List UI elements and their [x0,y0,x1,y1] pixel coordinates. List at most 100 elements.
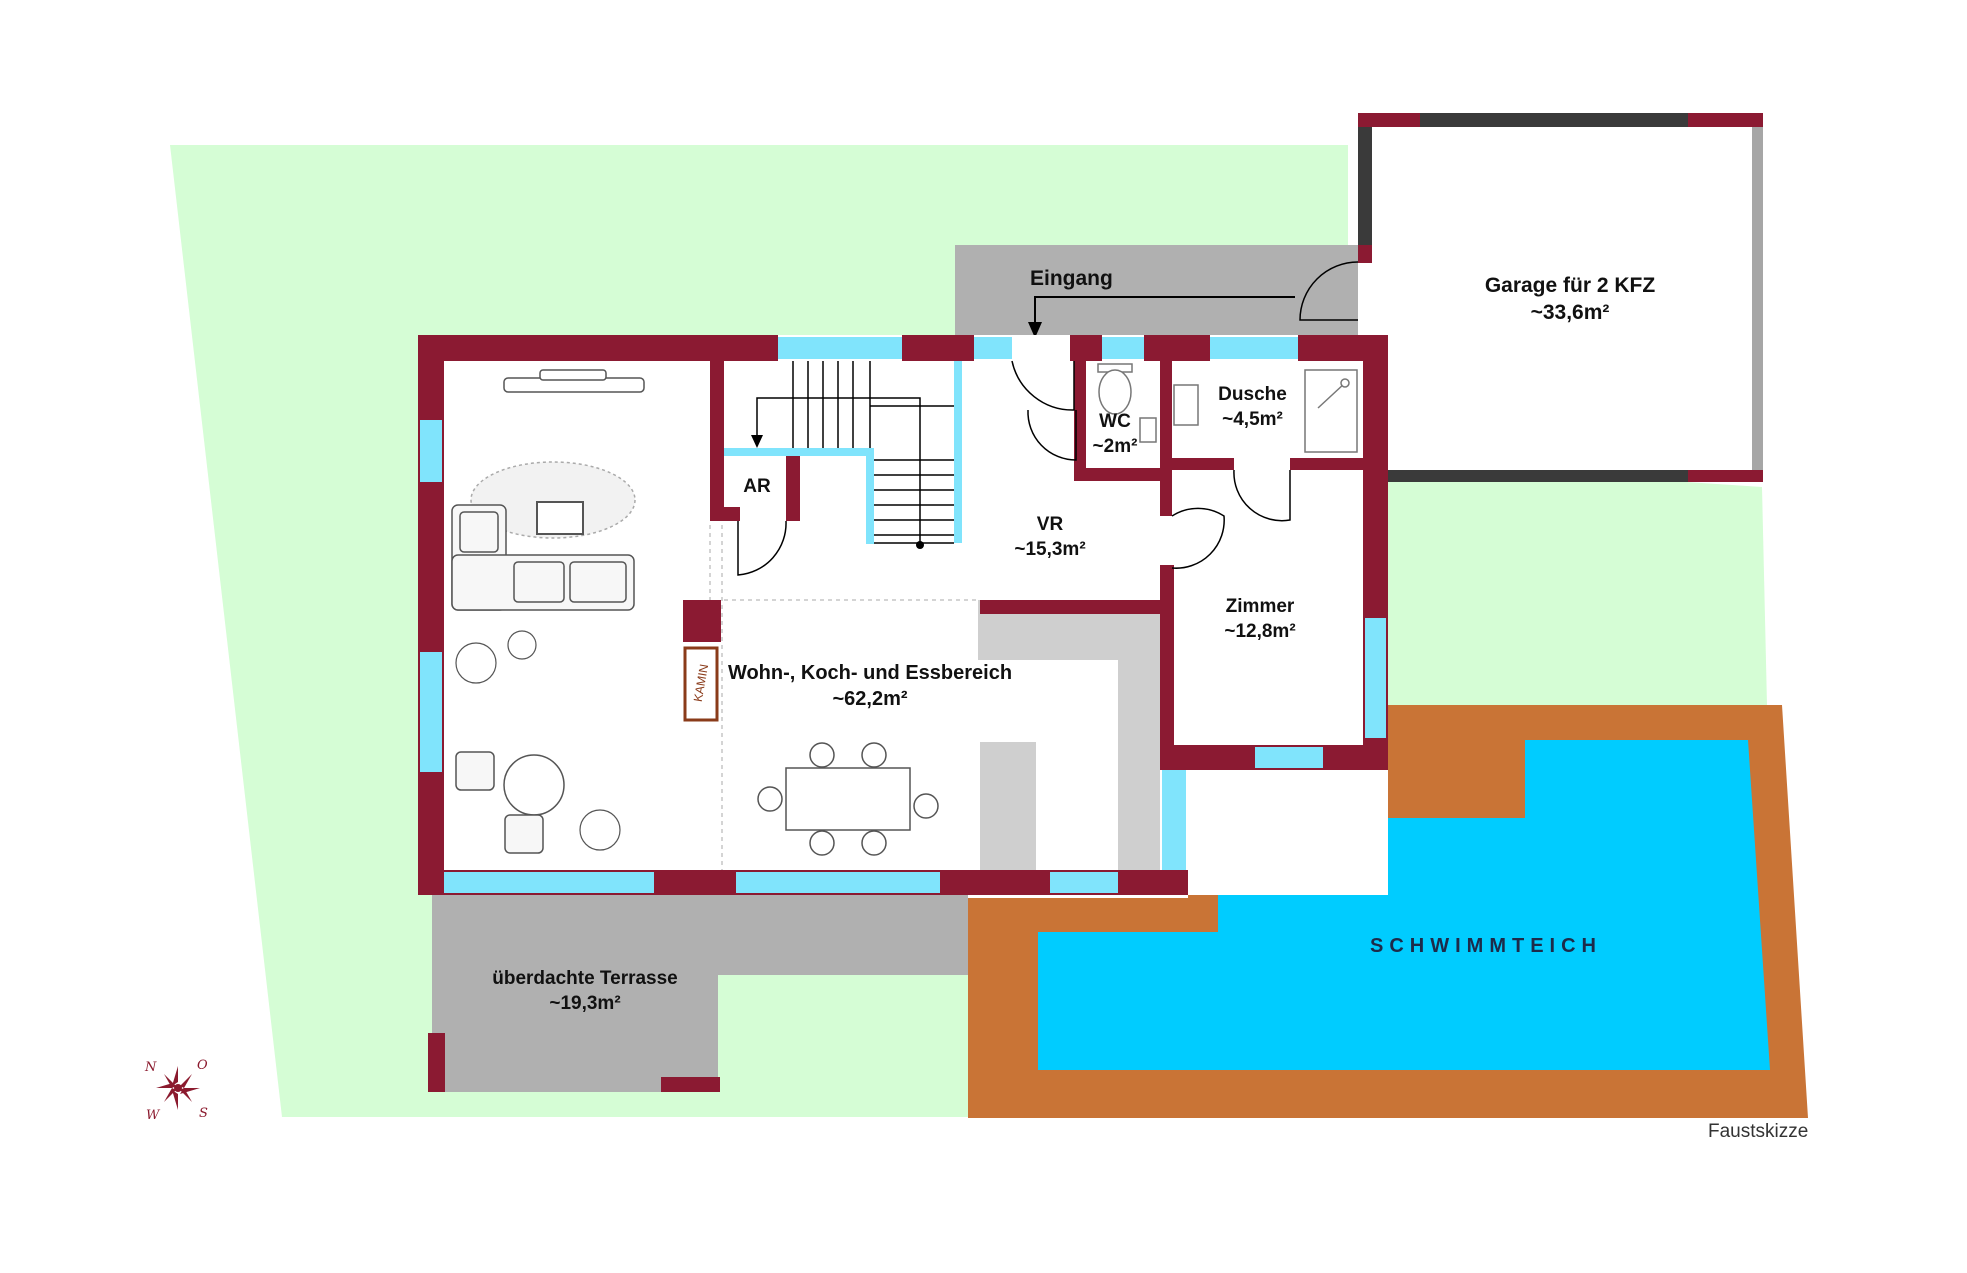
window-room-south [1255,747,1323,768]
staircase [756,361,954,544]
wall-west [418,335,444,895]
shower-head [1340,378,1350,388]
rug [470,461,636,539]
pond-label: SCHWIMMTEICH [1370,935,1602,957]
garage-wall-bottom [1388,470,1763,482]
terrace-name: überdachte Terrasse [492,968,678,989]
garage-door-swing [1299,261,1359,321]
terrace-pillar [661,1077,720,1092]
door-swing [1027,409,1077,461]
dining-set [757,742,939,856]
wall-north-door [1070,335,1102,361]
toilet-bowl [1098,369,1132,415]
wc-label: WC ~2m² [1070,410,1160,459]
storage-name: AR [743,476,771,497]
window-south [444,872,654,893]
terrace-area: ~19,3m² [549,992,621,1014]
garage-corner [1358,245,1372,263]
living-area: ~62,2m² [832,688,908,710]
wall-shower-south [1290,458,1363,470]
wall-room-west [1160,565,1174,745]
sketch-note: Faustskizze [1708,1121,1809,1142]
window-east [1365,618,1386,738]
sofa [451,504,635,611]
wc-name: WC [1099,411,1131,432]
wall-north-east [1144,335,1210,361]
wc-area: ~2m² [1092,435,1138,457]
terrace-label: überdachte Terrasse ~19,3m² [460,967,710,1016]
terrace-pillar [428,1033,445,1092]
wc-sink [1139,417,1157,443]
wall-ar-east [786,448,800,521]
wall-stair-west [710,361,724,521]
wall-wc-west [1074,361,1086,481]
shower-area: ~4,5m² [1222,408,1283,430]
fireplace-pillar [683,600,721,642]
wall-stair-landing [724,448,870,456]
room-label: Zimmer ~12,8m² [1200,595,1320,644]
hall-label: VR ~15,3m² [990,513,1110,562]
garage-label: Garage für 2 KFZ ~33,6m² [1460,272,1680,327]
entrance-paving [955,245,1358,335]
window-north [974,337,1012,359]
door-swing [737,520,787,576]
compass-icon [156,1066,200,1110]
entrance-name: Eingang [1030,267,1113,290]
compass-n: N [145,1060,157,1075]
wall-wc-east [1160,361,1172,516]
entrance-arrow-line [1034,296,1295,334]
storage-label: AR [732,475,782,500]
garage-wall-top [1358,113,1763,127]
window-south [1050,872,1118,893]
shower-label: Dusche ~4,5m² [1200,383,1305,432]
stair-arrow-head [751,435,763,448]
wall-ar-south [710,507,740,521]
lawn-east [1388,462,1767,705]
hall-area: ~15,3m² [1014,538,1086,560]
wall-living-north [980,600,1160,614]
entrance-label: Eingang [1030,265,1130,292]
door-swing [1011,360,1075,411]
garage-floor [1358,113,1758,476]
shower-sink [1173,384,1199,426]
kitchen-counter [978,600,1160,870]
wall-north-mid [902,335,974,361]
room-name: Zimmer [1225,596,1295,617]
garage-corner [1688,113,1763,127]
wall-shower-south [1172,458,1234,470]
compass-w: W [146,1108,160,1123]
compass-s: S [199,1106,208,1121]
entrance-arrow-head [1028,322,1042,338]
kitchen-island [980,742,1036,870]
shower-head [1317,382,1346,409]
living-label: Wohn-, Koch- und Essbereich ~62,2m² [720,660,1020,712]
window-living-east [1162,770,1186,870]
window-south [736,872,940,893]
wall-stair-east [954,361,962,543]
window-north [1102,337,1144,359]
door-swing [1171,507,1225,569]
garage-corner [1688,470,1763,482]
wall-wc-south [1074,468,1164,481]
window-west [420,652,442,772]
garage-corner [1358,113,1420,127]
window-north [1210,337,1298,359]
door-swing [1233,469,1291,522]
room-area: ~12,8m² [1224,620,1296,642]
plant-icon [455,630,621,851]
hall-name: VR [1036,514,1064,535]
wall-north-west [418,335,778,361]
window-west [420,420,442,482]
garage-name: Garage für 2 KFZ [1484,274,1656,297]
garage-wall-left [1358,113,1372,246]
garage-wall-right [1752,113,1763,482]
armchair-set [455,751,565,854]
garage-area: ~33,6m² [1530,301,1610,325]
fireplace [683,646,719,722]
stair-start-dot [916,541,924,549]
terrace-paving [432,895,968,1092]
shower-name: Dusche [1218,384,1287,405]
compass-o: O [197,1058,208,1073]
living-name: Wohn-, Koch- und Essbereich [727,662,1013,684]
